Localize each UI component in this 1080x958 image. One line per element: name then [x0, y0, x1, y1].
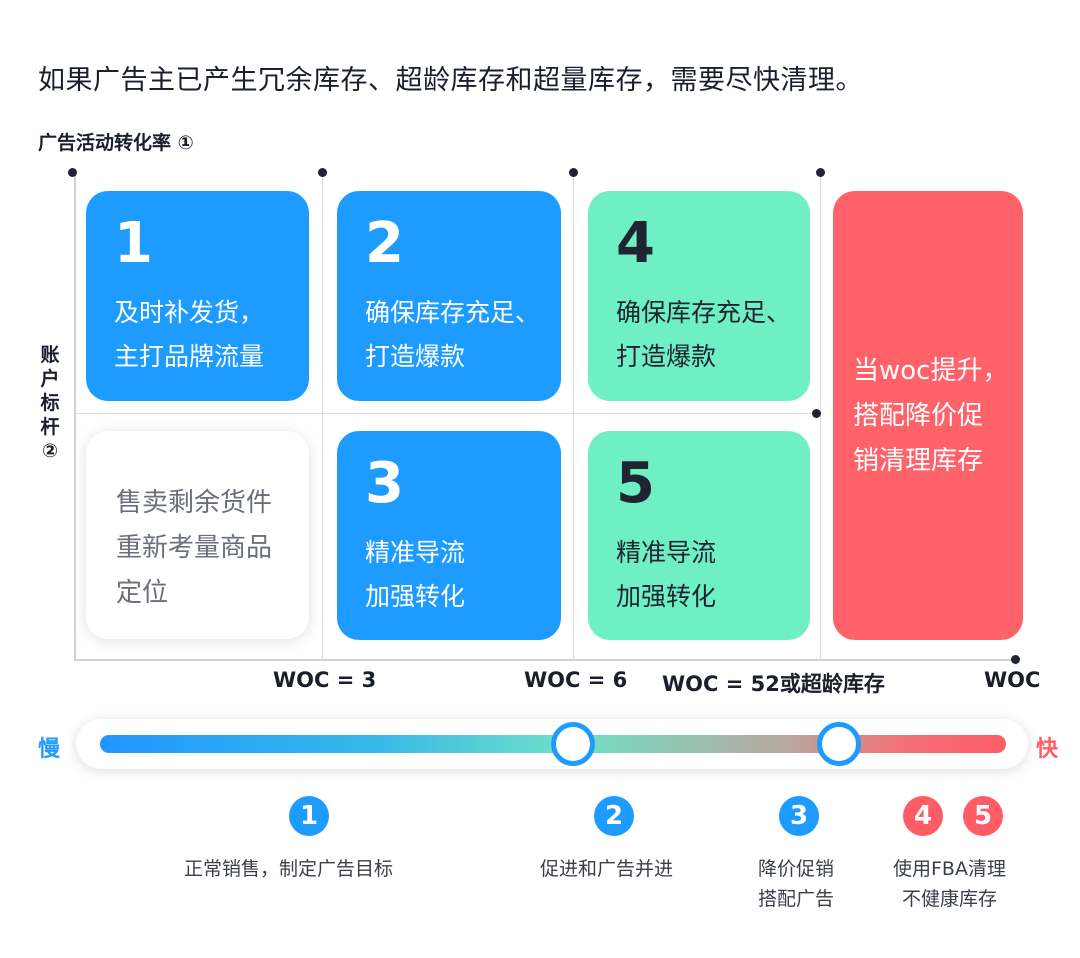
card-number: 3 [365, 451, 404, 516]
slider-knob-woc6[interactable] [551, 722, 595, 766]
step-line: 使用FBA清理 [893, 858, 1006, 880]
tick-woc: WOC [984, 668, 1041, 692]
card-red: 当woc提升， 搭配降价促 销清理库存 [833, 191, 1023, 640]
step-badge-1: 1 [289, 796, 329, 836]
card-text: 当woc提升， 搭配降价促 销清理库存 [853, 349, 1023, 484]
card-4: 4 确保库存充足、 打造爆款 [588, 191, 810, 401]
side-label-char-2: 户 [40, 368, 60, 390]
card-line: 定位 [116, 578, 169, 608]
card-text: 售卖剩余货件 重新考量商品 定位 [116, 481, 309, 616]
card-number: 5 [616, 451, 655, 516]
slider-knob-woc52[interactable] [817, 722, 861, 766]
step-line: 搭配广告 [758, 888, 835, 910]
grid-line-woc3 [322, 173, 323, 660]
card-5: 5 精准导流 加强转化 [588, 431, 810, 640]
grid-line-middle [76, 413, 816, 414]
card-line: 打造爆款 [365, 342, 466, 371]
axis-dot [569, 168, 578, 177]
card-white: 售卖剩余货件 重新考量商品 定位 [86, 431, 309, 639]
tick-woc-6: WOC = 6 [524, 668, 628, 692]
axis-dot [68, 168, 77, 177]
step-3-text: 降价促销 搭配广告 [758, 854, 834, 914]
axis-dot [816, 168, 825, 177]
card-number: 4 [616, 211, 655, 276]
card-text: 精准导流 加强转化 [616, 531, 810, 619]
card-number: 1 [114, 211, 153, 276]
step-2-text: 促进和广告并进 [540, 858, 674, 880]
card-text: 精准导流 加强转化 [365, 531, 561, 619]
axis-dot [1011, 655, 1020, 664]
horizontal-axis [74, 659, 1016, 661]
card-3: 3 精准导流 加强转化 [337, 431, 561, 640]
axis-dot [812, 409, 821, 418]
card-text: 确保库存充足、 打造爆款 [616, 291, 810, 379]
headline: 如果广告主已产生冗余库存、超龄库存和超量库存，需要尽快清理。 [38, 65, 863, 96]
side-label-char-4: 杆 [40, 416, 60, 438]
vertical-axis [74, 173, 76, 661]
card-line: 加强转化 [616, 582, 717, 611]
step-line: 降价促销 [758, 858, 835, 880]
card-line: 搭配降价促 [853, 401, 984, 431]
step-badge-3: 3 [779, 796, 819, 836]
step-45-text: 使用FBA清理 不健康库存 [893, 854, 1006, 914]
side-label-char-3: 标 [40, 392, 60, 414]
card-line: 销清理库存 [853, 446, 984, 476]
grid-line-woc6 [573, 173, 574, 660]
card-line: 及时补发货， [114, 298, 265, 327]
tick-woc-52: WOC = 52或超龄库存 [662, 672, 885, 696]
tick-woc-3: WOC = 3 [273, 668, 377, 692]
card-number: 2 [365, 211, 404, 276]
card-line: 主打品牌流量 [114, 342, 265, 371]
card-line: 精准导流 [365, 538, 466, 567]
side-axis-label: 账 户 标 杆 ② [38, 343, 62, 463]
axis-dot [318, 168, 327, 177]
card-line: 加强转化 [365, 582, 466, 611]
card-line: 精准导流 [616, 538, 717, 567]
y-axis-label: 广告活动转化率 ① [38, 132, 194, 154]
step-1-text: 正常销售，制定广告目标 [184, 858, 394, 880]
card-text: 确保库存充足、 打造爆款 [365, 291, 561, 379]
card-text: 及时补发货， 主打品牌流量 [114, 291, 309, 379]
grid-line-woc52 [820, 173, 821, 660]
step-badge-4: 4 [903, 796, 943, 836]
slow-label: 慢 [38, 737, 61, 762]
fast-label: 快 [1036, 737, 1059, 762]
card-line: 打造爆款 [616, 342, 717, 371]
card-line: 重新考量商品 [116, 533, 273, 563]
card-1: 1 及时补发货， 主打品牌流量 [86, 191, 309, 401]
card-line: 售卖剩余货件 [116, 488, 273, 518]
card-line: 当woc提升， [853, 356, 1009, 386]
side-label-char-1: 账 [40, 344, 60, 366]
card-line: 确保库存充足、 [365, 298, 541, 327]
step-line: 不健康库存 [901, 888, 997, 910]
card-2: 2 确保库存充足、 打造爆款 [337, 191, 561, 401]
side-label-char-5: ② [41, 440, 59, 462]
step-badge-5: 5 [963, 796, 1003, 836]
card-line: 确保库存充足、 [616, 298, 792, 327]
step-badge-2: 2 [594, 796, 634, 836]
